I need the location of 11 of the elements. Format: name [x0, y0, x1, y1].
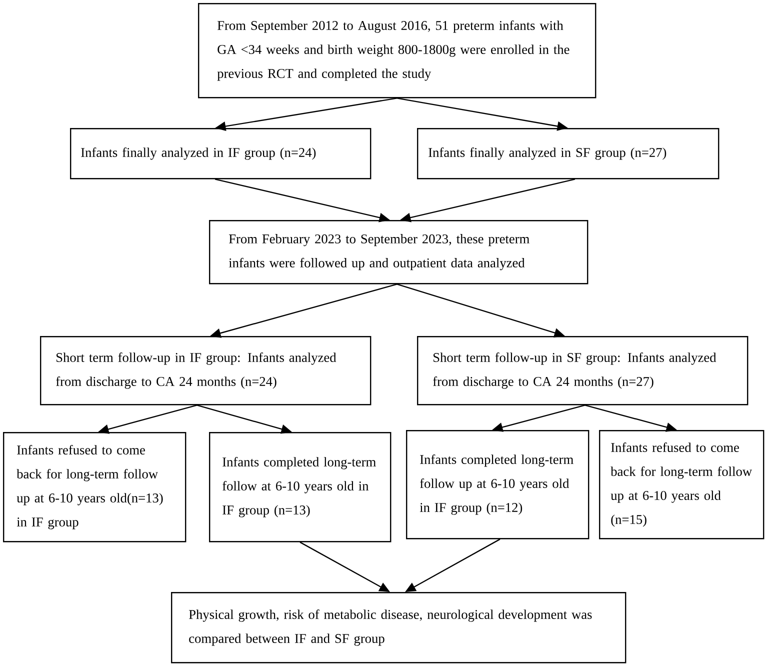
process-box: Infants completed long-term follow at 6-10 years old in IF group (n=13): [209, 432, 392, 542]
process-box: Infants completed long-term follow up at 6-10 years old in IF group (n=12): [406, 430, 590, 540]
process-box: Infants refused to come back for long-term follow up at 6-10 years old(n=13) in IF group: [3, 432, 186, 542]
process-box: Physical growth, risk of metabolic disease, neurological development was compared between IF and SF group: [171, 592, 626, 664]
process-box: Infants refused to come back for long-term follow up at 6-10 years old (n=15): [599, 430, 764, 540]
process-box: From February 2023 to September 2023, these preterm infants were followed up and outpatient data analyzed: [209, 220, 588, 284]
process-box: Infants finally analyzed in IF group (n=24): [70, 128, 372, 180]
process-box: Short term follow-up in IF group: Infants analyzed from discharge to CA 24 months (n=24): [40, 336, 372, 406]
process-box: From September 2012 to August 2016, 51 preterm infants with GA <34 weeks and birth weight 800-1800g were enrolled in the previous RCT and completed the study: [198, 3, 596, 98]
process-box: Short term follow-up in SF group: Infants analyzed from discharge to CA 24 months (n=27): [417, 336, 748, 406]
process-box: Infants finally analyzed in SF group (n=27): [417, 128, 720, 180]
